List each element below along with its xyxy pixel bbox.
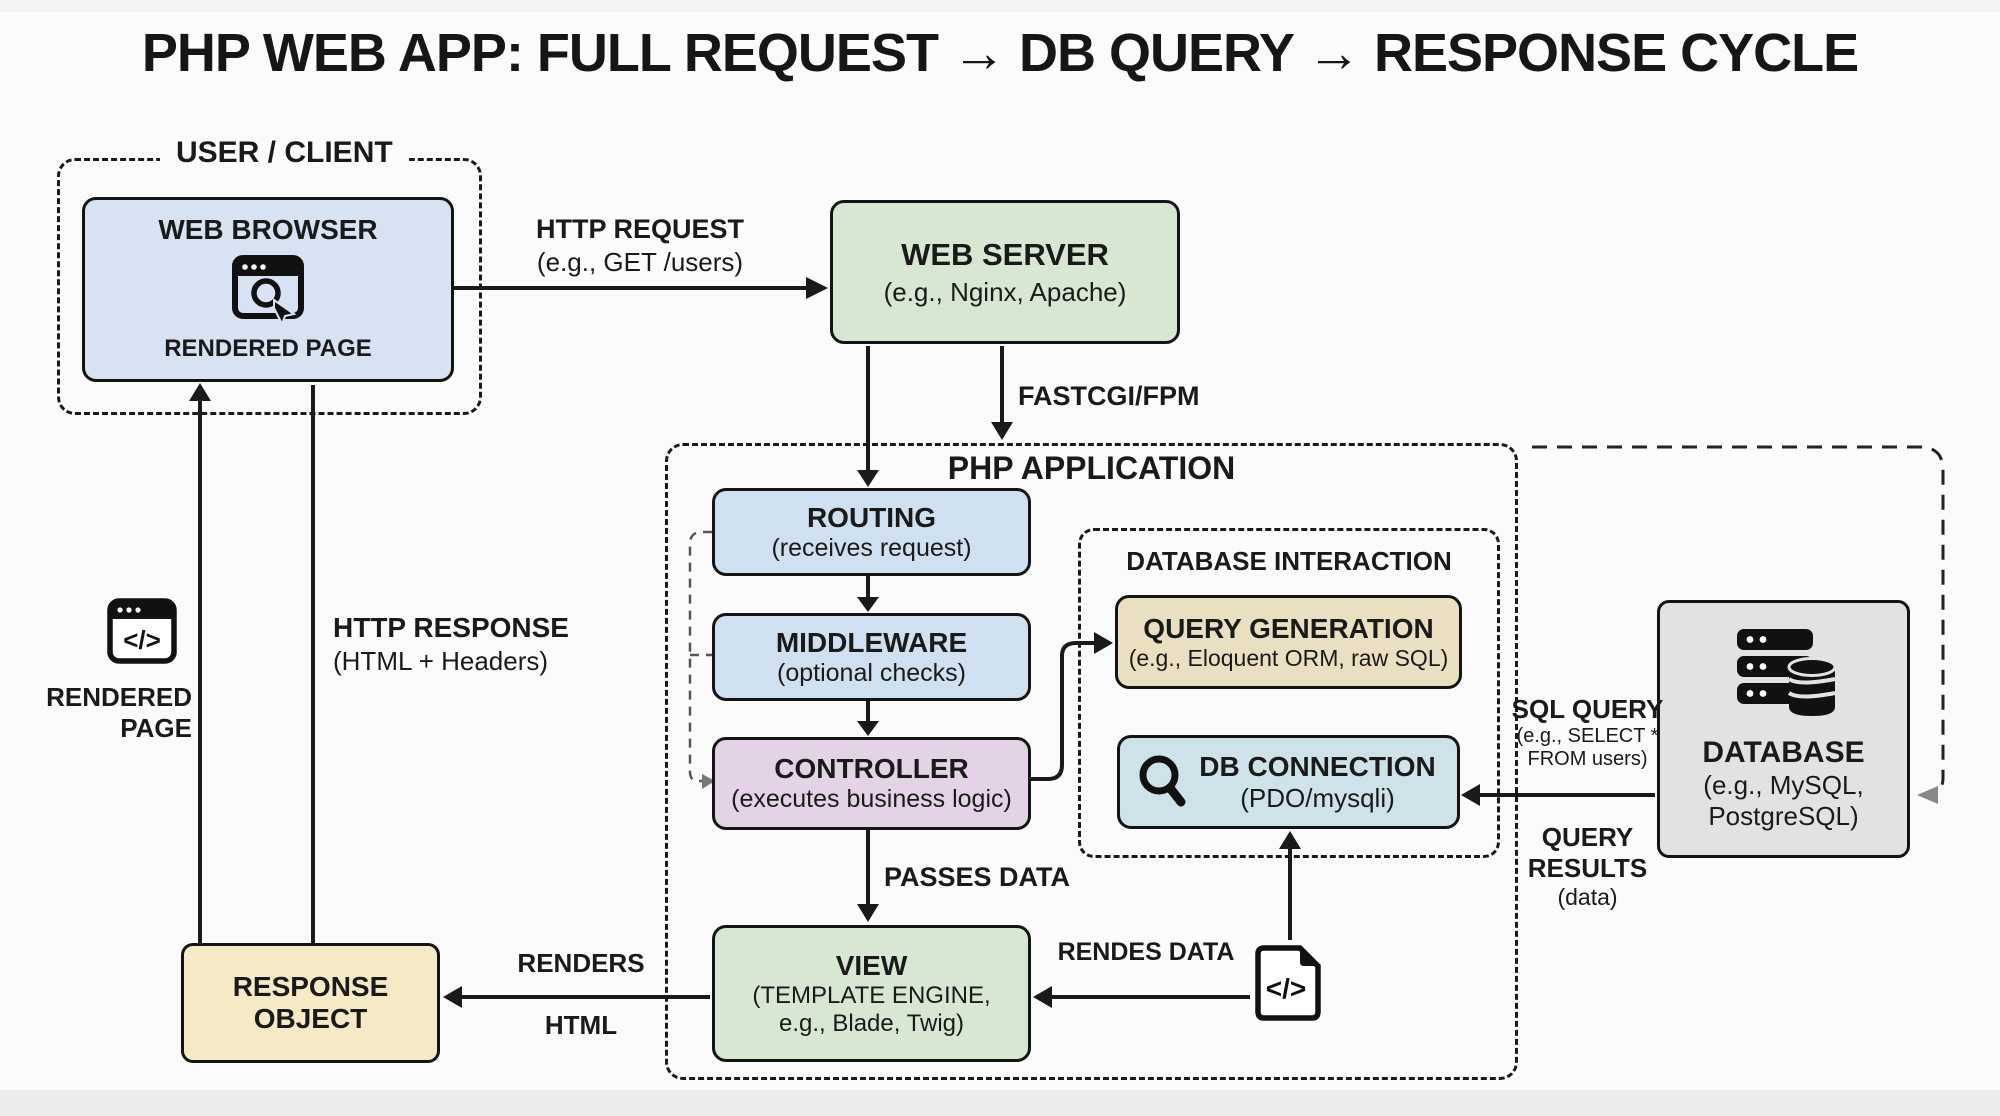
- query-results-line1: QUERY: [1541, 822, 1634, 852]
- routing-title: ROUTING: [806, 501, 937, 533]
- http-response-line2: (HTML + Headers): [333, 646, 549, 676]
- controller-subtitle: (executes business logic): [731, 785, 1012, 813]
- http-response-line1: HTTP RESPONSE: [333, 612, 569, 643]
- controller-title: CONTROLLER: [774, 753, 969, 784]
- database-node: DATABASE (e.g., MySQL, PostgreSQL): [1657, 600, 1910, 858]
- sql-query-line3: FROM users): [1527, 748, 1648, 770]
- php-application-box: [665, 443, 1518, 1080]
- web-browser-caption: RENDERED PAGE: [164, 335, 372, 362]
- query-generation-subtitle: (e.g., Eloquent ORM, raw SQL): [1128, 644, 1449, 671]
- database-subtitle1: (e.g., MySQL,: [1703, 770, 1864, 800]
- database-subtitle2: PostgreSQL): [1708, 801, 1859, 831]
- rendered-page-note-line1: RENDERED: [46, 682, 192, 712]
- bottom-gray-band: [0, 1090, 2000, 1116]
- top-gray-band: [0, 0, 2000, 12]
- web-browser-title: WEB BROWSER: [158, 214, 378, 245]
- middleware-title: MIDDLEWARE: [775, 626, 968, 658]
- db-connection-subtitle: (PDO/mysqli): [1240, 782, 1395, 813]
- database-server-icon: [1729, 627, 1839, 728]
- web-server-node: WEB SERVER (e.g., Nginx, Apache): [830, 200, 1180, 344]
- svg-text:</>: </>: [123, 625, 161, 655]
- fastcgi-label: FASTCGI/FPM: [1018, 381, 1200, 411]
- rendered-page-note: RENDERED PAGE: [40, 682, 192, 744]
- db-connection-title: DB CONNECTION: [1199, 750, 1436, 782]
- sql-query-line2: (e.g., SELECT *: [1516, 725, 1659, 747]
- query-results-label: QUERY RESULTS (data): [1505, 822, 1670, 911]
- browser-window-icon: [230, 252, 306, 331]
- routing-subtitle: (receives request): [771, 533, 972, 562]
- http-request-arrowhead: [806, 277, 828, 299]
- page-title: PHP WEB APP: FULL REQUEST → DB QUERY → R…: [141, 23, 1859, 83]
- rendered-page-icon: </>: [106, 596, 178, 671]
- middleware-subtitle: (optional checks): [777, 658, 966, 687]
- fastcgi-arrowhead: [991, 422, 1013, 440]
- database-interaction-box: [1078, 528, 1500, 858]
- db-connection-node: DB CONNECTION (PDO/mysqli): [1117, 735, 1460, 829]
- passes-data-label: PASSES DATA: [884, 862, 1071, 892]
- http-request-label: HTTP REQUEST (e.g., GET /users): [470, 214, 810, 278]
- query-results-line2: RESULTS: [1527, 853, 1648, 883]
- web-browser-node: WEB BROWSER RENDERED PAGE: [82, 197, 454, 382]
- code-file-icon: </>: [1252, 942, 1328, 1027]
- response-object-line2: OBJECT: [253, 1003, 368, 1034]
- query-generation-title: QUERY GENERATION: [1143, 612, 1434, 644]
- response-object-node: RESPONSE OBJECT: [181, 943, 440, 1063]
- view-node: VIEW (TEMPLATE ENGINE, e.g., Blade, Twig…: [712, 925, 1031, 1062]
- user-client-label: USER / CLIENT: [160, 136, 409, 170]
- response-object-line1: RESPONSE: [232, 971, 389, 1002]
- sql-query-label: SQL QUERY (e.g., SELECT * FROM users): [1505, 694, 1670, 771]
- web-server-subtitle: (e.g., Nginx, Apache): [883, 276, 1127, 307]
- database-gray-arrowhead: [1917, 786, 1938, 804]
- web-server-title: WEB SERVER: [901, 236, 1109, 272]
- svg-text:</>: </>: [1266, 973, 1306, 1004]
- http-request-line1: HTTP REQUEST: [535, 214, 745, 244]
- view-title: VIEW: [835, 949, 908, 981]
- database-interaction-label: DATABASE INTERACTION: [1126, 546, 1452, 576]
- http-request-line2: (e.g., GET /users): [536, 247, 744, 277]
- query-generation-node: QUERY GENERATION (e.g., Eloquent ORM, ra…: [1115, 595, 1462, 689]
- middleware-node: MIDDLEWARE (optional checks): [712, 613, 1031, 701]
- controller-node: CONTROLLER (executes business logic): [712, 737, 1031, 830]
- magnifier-icon: [1136, 752, 1188, 812]
- view-subtitle2: e.g., Blade, Twig): [779, 1009, 964, 1037]
- query-results-line3: (data): [1557, 884, 1618, 910]
- renders-html-label: HTML: [544, 1010, 618, 1040]
- http-response-label: HTTP RESPONSE (HTML + Headers): [333, 612, 569, 677]
- renders-label: RENDERS: [517, 948, 645, 978]
- view-subtitle1: (TEMPLATE ENGINE,: [752, 981, 991, 1009]
- sql-query-line1: SQL QUERY: [1511, 694, 1664, 724]
- routing-node: ROUTING (receives request): [712, 488, 1031, 576]
- rendered-page-note-line2: PAGE: [120, 713, 192, 743]
- renders-html-arrowhead: [443, 986, 462, 1008]
- database-title: DATABASE: [1702, 736, 1865, 769]
- rendes-data-label: RENDES DATA: [1057, 938, 1235, 966]
- php-application-label: PHP APPLICATION: [947, 450, 1236, 486]
